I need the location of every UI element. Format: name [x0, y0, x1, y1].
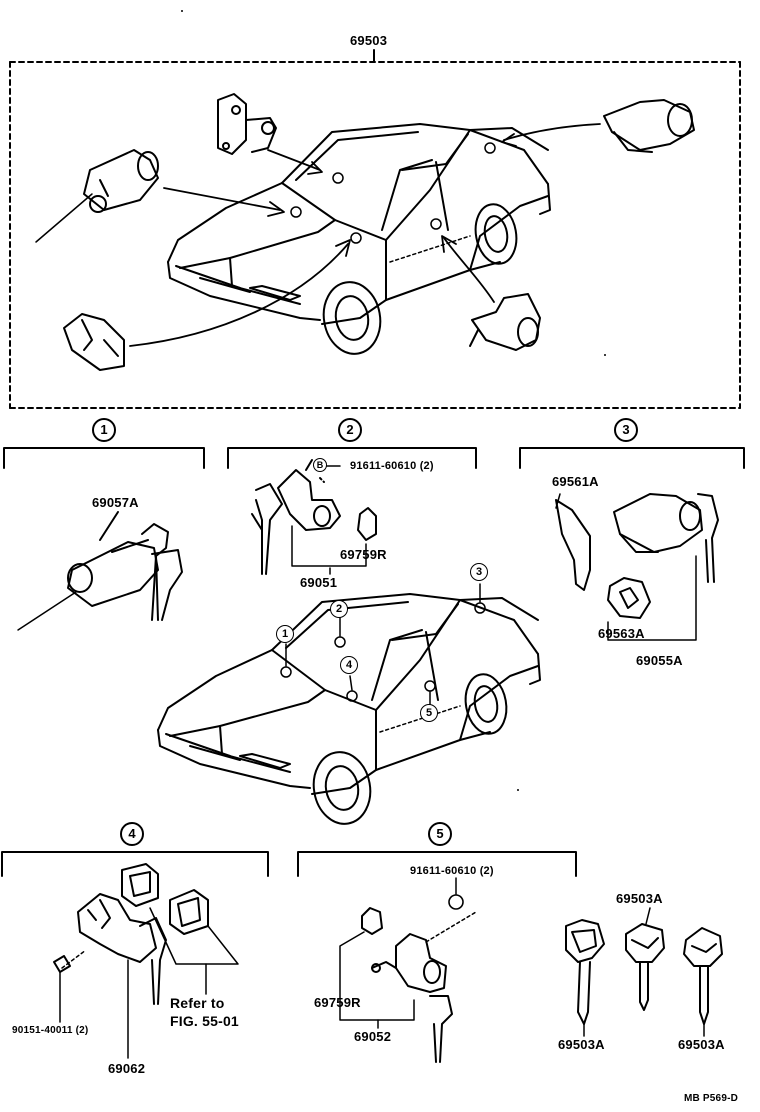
label-69503A-right: 69503A	[678, 1037, 725, 1052]
car-location-3: 3	[470, 563, 488, 581]
label-69062: 69062	[108, 1061, 146, 1076]
door-lock-cylinder-left	[251, 459, 377, 575]
label-refer-to: Refer to	[170, 995, 225, 1011]
label-69759R-s5: 69759R	[314, 995, 361, 1010]
section-1-marker: 1	[92, 418, 116, 442]
label-69563A: 69563A	[598, 626, 645, 641]
car-location-2: 2	[330, 600, 348, 618]
section-5-marker: 5	[428, 822, 452, 846]
glove-box-lock-assembly	[53, 863, 239, 1059]
door-lock-cylinder-right	[339, 877, 477, 1063]
label-91611-s2: 91611-60610 (2)	[350, 460, 434, 472]
label-69503: 69503	[350, 33, 388, 48]
trunk-lock-assembly	[555, 493, 719, 641]
label-90151: 90151-40011 (2)	[12, 1025, 89, 1036]
section-brackets	[1, 447, 745, 877]
label-69561A: 69561A	[552, 474, 599, 489]
car-location-5: 5	[420, 704, 438, 722]
label-69051: 69051	[300, 575, 338, 590]
label-91611-s5: 91611-60610 (2)	[410, 865, 494, 877]
section-2-marker: 2	[338, 418, 362, 442]
label-69759R-s2: 69759R	[340, 547, 387, 562]
label-69057A: 69057A	[92, 495, 139, 510]
label-69055A: 69055A	[636, 653, 683, 668]
key-blank-logo-center	[625, 907, 665, 1011]
section-3-marker: 3	[614, 418, 638, 442]
door-lock-top	[217, 93, 277, 155]
door-lock-right-top	[469, 293, 541, 351]
trunk-lock-top	[603, 99, 695, 153]
section-4-marker: 4	[120, 822, 144, 846]
car-top-illustration	[167, 123, 551, 355]
figure-reference-code: MB P569-D	[684, 1093, 739, 1104]
label-fig-55-01: FIG. 55-01	[170, 1013, 239, 1029]
bolt-marker-s2: B	[313, 458, 327, 472]
car-middle-illustration	[157, 583, 541, 825]
arrows-top	[129, 123, 601, 347]
ignition-lock-assembly	[17, 511, 183, 631]
car-location-4: 4	[340, 656, 358, 674]
label-69503A-left: 69503A	[558, 1037, 605, 1052]
ignition-cylinder-top	[35, 149, 159, 243]
key-blank-logo-right	[683, 927, 723, 1037]
glove-lock-top	[63, 313, 125, 371]
label-69503A-top: 69503A	[616, 891, 663, 906]
key-blank-plain	[565, 919, 605, 1037]
label-69052: 69052	[354, 1029, 392, 1044]
car-location-1: 1	[276, 625, 294, 643]
